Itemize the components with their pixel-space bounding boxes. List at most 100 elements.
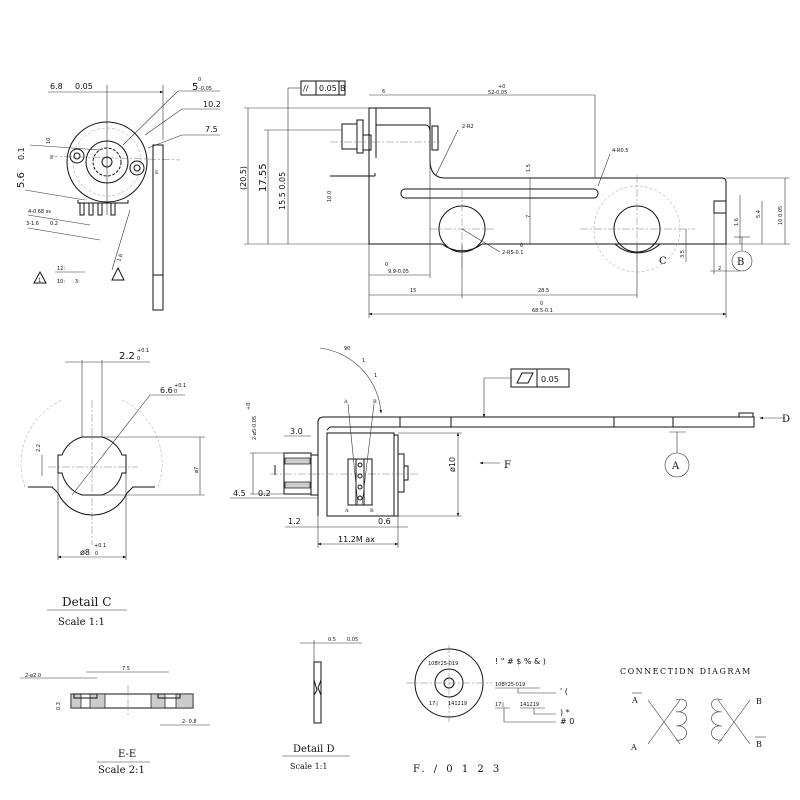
dim-28-5: 28.5 <box>538 288 549 294</box>
section-title: E-E <box>118 749 136 760</box>
datum-b: B <box>737 257 744 268</box>
dim-tol: 0.05 <box>347 637 358 643</box>
label-b-top: B <box>373 399 377 405</box>
detail-c-title: Detail C <box>62 595 111 609</box>
dim-8: ø8 <box>80 548 90 557</box>
parallel-datum: B <box>340 84 346 93</box>
model-note: ' ( <box>560 687 568 696</box>
detail-d-title: Detail D <box>293 744 335 755</box>
code-b-note: ) * <box>560 708 570 717</box>
dim-52: 52-0.05 <box>488 90 507 96</box>
dim-5-6: 5.6 <box>16 172 27 188</box>
section-mark-e-right: E <box>155 170 159 176</box>
dim-2-5: 2-ø5-0.05 <box>252 416 258 440</box>
dim-left: 2.2 <box>36 444 42 452</box>
dim-9-9-upper: 0 <box>385 262 388 268</box>
dim-6: 6 <box>382 89 385 95</box>
angle-mark-1: 1 <box>362 358 365 364</box>
terminal-connector <box>347 458 373 506</box>
coil-b-leads <box>717 699 751 745</box>
flatness-tol: 0.05 <box>541 375 559 384</box>
dim-7-5: 7.5 <box>122 666 130 672</box>
dim-6-8: 6.8 <box>50 82 63 91</box>
note-b: 3: <box>75 279 80 285</box>
connection-diagram: CONNECTIDN DIAGRAM A A B B <box>620 667 766 752</box>
dim-52-upper: +0 <box>498 84 505 90</box>
dim-7: 7 <box>526 215 532 218</box>
note-mark: 1 <box>38 278 41 284</box>
dim-2r5-upper: 0 <box>520 243 523 249</box>
code-a: 17▯ <box>495 702 504 708</box>
legend-header: ! " # $ % & ) <box>495 657 546 666</box>
detail-c-scale: Scale 1:1 <box>58 617 105 628</box>
dim-7-5: 7.5 <box>205 125 218 134</box>
connection-title: CONNECTIDN DIAGRAM <box>620 667 752 676</box>
label-view: 10BY25-019 17▯ 141219 ! " # $ % & ) 10BY… <box>406 645 574 726</box>
dim-11-2: 11.2M ax <box>338 535 375 544</box>
dim-2r2: 2-R2 <box>462 124 474 130</box>
dim-6-6: 6.6 <box>160 386 173 395</box>
parallel-symbol: // <box>303 84 309 93</box>
dim-9-9: 9.9-0.05 <box>388 269 409 275</box>
dim-15-5: 15.5 0.05 <box>278 172 287 210</box>
section-e-e: 2-ø2.0 7.5 2- 0.8 0.3 E-E Scale 2:1 <box>20 666 210 776</box>
dim-5-lower: -0.05 <box>199 86 212 92</box>
pinion <box>283 452 312 495</box>
dim-1-6: 1.6 <box>734 218 740 226</box>
detail-c: 2.2 +0.1 0 6.6 +0.1 0 2.2 ø7 ø8 +0.1 0 D… <box>20 348 205 628</box>
dim-3-0: 3.0 <box>290 427 303 436</box>
pins-dim: 4-0.68 ss <box>28 209 51 215</box>
dim-2-5-upper: +0 <box>246 403 252 410</box>
dim-68-5: 68.5-0.1 <box>532 308 553 314</box>
figure-label: F. / 0 1 2 3 <box>413 764 502 775</box>
dim-8-tol: +0.1 <box>94 543 106 549</box>
flatness-icon <box>516 372 534 384</box>
parallelism-frame: // 0.05 B <box>287 80 346 244</box>
dim-2-2-zero: 0 <box>137 356 140 362</box>
datum-a: A <box>671 461 680 472</box>
dim: 0.5 <box>328 637 336 643</box>
note-c: 12: <box>57 266 65 272</box>
dim-8-zero: 0 <box>95 551 98 557</box>
phase-b-bar: B <box>756 740 762 749</box>
keyed-hole-left <box>430 190 495 270</box>
gear-shaft <box>101 156 113 168</box>
top-view: // 0.05 B 6 +0 52-0.05 <box>239 80 790 318</box>
phase-a: A <box>630 743 637 752</box>
dim-1-5: 1.5 <box>526 164 532 172</box>
angle-dim: 1.6 <box>116 253 124 263</box>
dim-small: 0.3 <box>56 702 62 710</box>
dim-small: 10 <box>46 138 52 144</box>
datum-a-circle <box>664 452 690 478</box>
dim-2-2: 2.2 <box>119 351 135 362</box>
label-a-bottom: A <box>344 508 349 514</box>
coil-a-icon <box>675 698 687 741</box>
dim-10-2: 10.2 <box>203 100 221 109</box>
dim-5-upper: 0 <box>198 77 201 83</box>
view-f: F <box>504 460 511 471</box>
pitch-dim: 3-1.6 <box>26 221 39 227</box>
angle-mark-2: 1 <box>374 373 377 379</box>
label-b-bottom: B <box>370 508 374 514</box>
keyed-hole-right <box>580 175 695 260</box>
dim-5-4: 5.4 <box>756 210 762 218</box>
dim-4r05: 4-R0.5 <box>612 148 628 154</box>
dim-holes: 2-ø2.0 <box>25 673 41 679</box>
flatness-frame: 0.05 <box>482 368 570 418</box>
detail-c-callout: C <box>659 256 667 267</box>
dim-6-6-zero: 0 <box>174 389 177 395</box>
dim-15: 15 <box>410 288 416 294</box>
model-on-part: 10BY25-019 <box>428 661 458 667</box>
dim-5: 5 <box>192 82 198 93</box>
code-a-note: # 0 <box>560 717 574 726</box>
dim-2-2-tol: +0.1 <box>137 348 149 354</box>
dim-small: 10.0 <box>327 191 333 202</box>
dim-2: 2 <box>718 266 721 272</box>
dim-68-5-upper: 0 <box>540 301 543 307</box>
dim-7: ø7 <box>194 467 200 473</box>
parallel-tol: 0.05 <box>319 84 337 93</box>
dim-4-5: 4.5 <box>233 489 246 498</box>
dim-17-55: 17.55 <box>258 163 269 192</box>
dim-2r5: 2-R5-0.1 <box>502 250 523 256</box>
